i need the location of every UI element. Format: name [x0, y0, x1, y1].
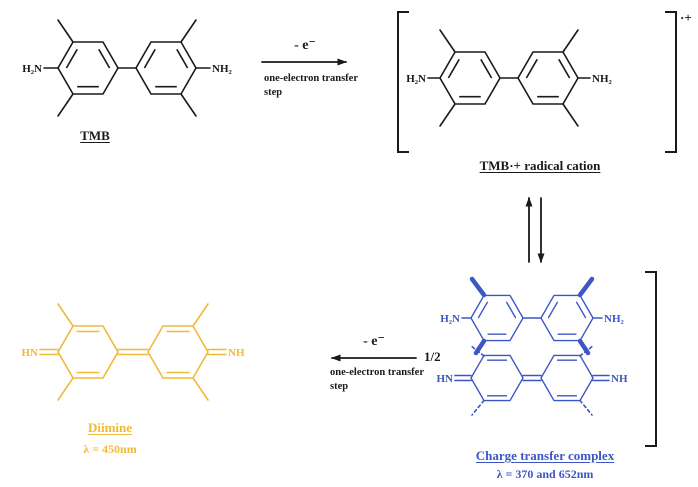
ct-imine-left-label: HN	[437, 373, 454, 385]
bracket-right	[665, 11, 677, 153]
methyl-bonds	[57, 19, 197, 117]
tmb-caption: TMB	[80, 128, 110, 143]
benzene-ring	[540, 294, 594, 342]
ct-amine-right-label: NH₂	[604, 313, 625, 325]
diimine-imine-right-label: NH	[228, 347, 245, 359]
ct-bracket-right	[645, 271, 657, 447]
arrow-top-electron-label: - e⁻	[294, 38, 316, 53]
diimine-imine-left-label: HN	[22, 347, 39, 359]
diimine-structure: HN NH	[22, 303, 245, 401]
tmb-amine-right-label: NH₂	[212, 63, 233, 75]
radical-cation-caption: TMB·+ radical cation	[479, 158, 601, 173]
diimine-caption: Diimine	[87, 420, 133, 435]
ct-imine-right-label: NH	[611, 373, 628, 385]
diimine-lambda-label: λ = 450nm	[83, 442, 137, 456]
arrow-bottom-electron-label: - e⁻	[363, 334, 385, 349]
ct-amine-left-label: H₂N	[440, 313, 460, 325]
quinoid-ring	[540, 354, 594, 402]
ct-complex-structure: H₂N NH₂ HN NH	[437, 271, 657, 447]
radical-amine-left-label: H₂N	[406, 73, 426, 85]
tmb-amine-left-label: H₂N	[22, 63, 42, 75]
radical-amine-right-label: NH₂	[592, 73, 613, 85]
arrow-bottom-step-label: one-electron transfer step	[330, 367, 424, 392]
ct-complex-caption: Charge transfer complex	[475, 448, 615, 463]
quinoid-ring	[470, 354, 524, 402]
half-coefficient-label: 1/2	[424, 349, 441, 364]
tmb-structure: H₂N NH₂	[22, 19, 233, 117]
methyl-bonds	[57, 303, 209, 401]
benzene-ring	[470, 294, 524, 342]
methyl-bonds	[439, 29, 579, 127]
quinoid-ring	[57, 325, 119, 379]
ct-lambda-label: λ = 370 and 652nm	[496, 467, 594, 481]
radical-cation-structure: ·+ H₂N NH₂	[397, 10, 692, 153]
benzene-ring	[57, 41, 119, 95]
arrow-top-step-label: one-electron transfer step	[264, 73, 358, 98]
benzene-ring	[135, 41, 197, 95]
radical-charge-label: ·+	[680, 10, 692, 25]
benzene-ring	[517, 51, 579, 105]
bracket-left	[397, 11, 409, 153]
equilibrium-arrows	[525, 197, 545, 263]
quinoid-ring	[147, 325, 209, 379]
benzene-ring	[439, 51, 501, 105]
